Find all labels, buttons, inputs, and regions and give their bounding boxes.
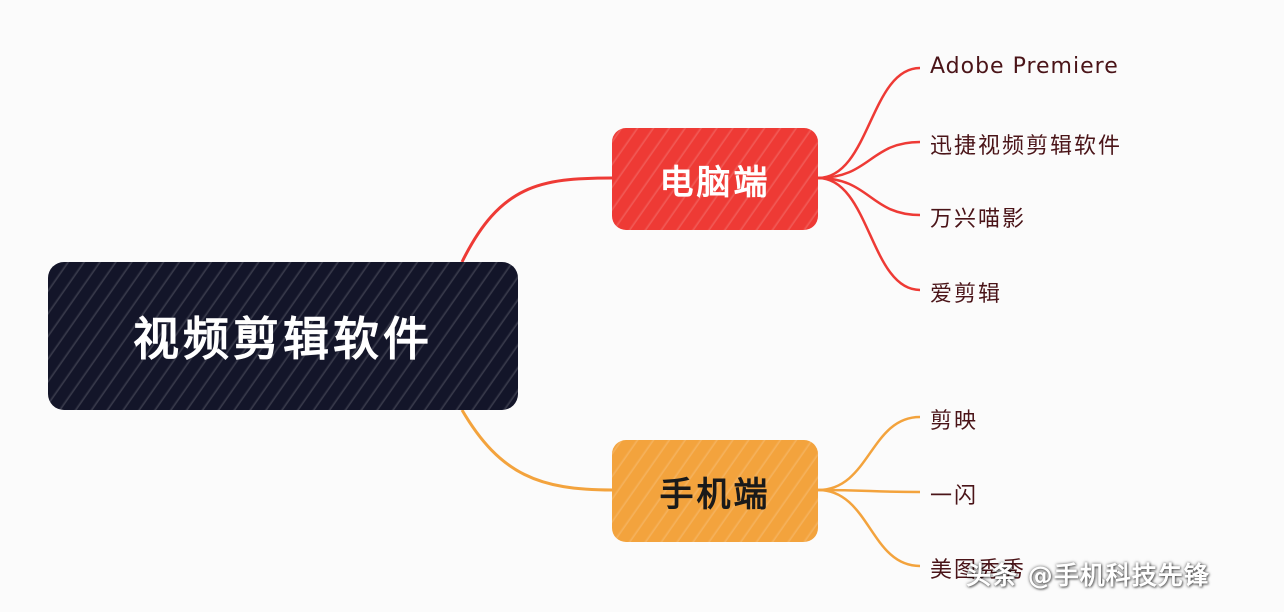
connector-root-mobile: [460, 409, 613, 492]
leaf-mobile-meitu: 美图秀秀: [930, 558, 1027, 583]
branch-node-mobile: 手机端: [612, 440, 818, 542]
root-node: 视频剪辑软件: [48, 262, 518, 410]
root-label: 视频剪辑软件: [133, 312, 433, 366]
connector-pc-leaf-0: [817, 66, 921, 180]
leaf-mobile-yishan: 一闪: [930, 484, 979, 509]
leaf-pc-xunjie: 迅捷视频剪辑软件: [930, 134, 1123, 159]
leaf-pc-wanxing: 万兴喵影: [930, 207, 1027, 232]
connector-mobile-leaf-2: [817, 488, 921, 568]
branch-label-pc: 电脑端: [659, 162, 771, 203]
connector-pc-leaf-1: [817, 140, 921, 180]
leaf-pc-adobe-premiere: Adobe Premiere: [930, 54, 1119, 79]
branch-node-pc: 电脑端: [612, 128, 818, 230]
connector-pc-leaf-3: [817, 176, 921, 292]
branch-label-mobile: 手机端: [659, 474, 771, 515]
watermark: 头条 @手机科技先锋: [966, 561, 1210, 590]
leaf-pc-aijianji: 爱剪辑: [930, 282, 1003, 307]
connector-mobile-leaf-1: [817, 488, 921, 494]
connector-root-pc: [460, 176, 613, 263]
leaf-mobile-jianying: 剪映: [930, 409, 979, 434]
connector-pc-leaf-2: [817, 176, 921, 217]
connector-mobile-leaf-0: [817, 415, 921, 492]
